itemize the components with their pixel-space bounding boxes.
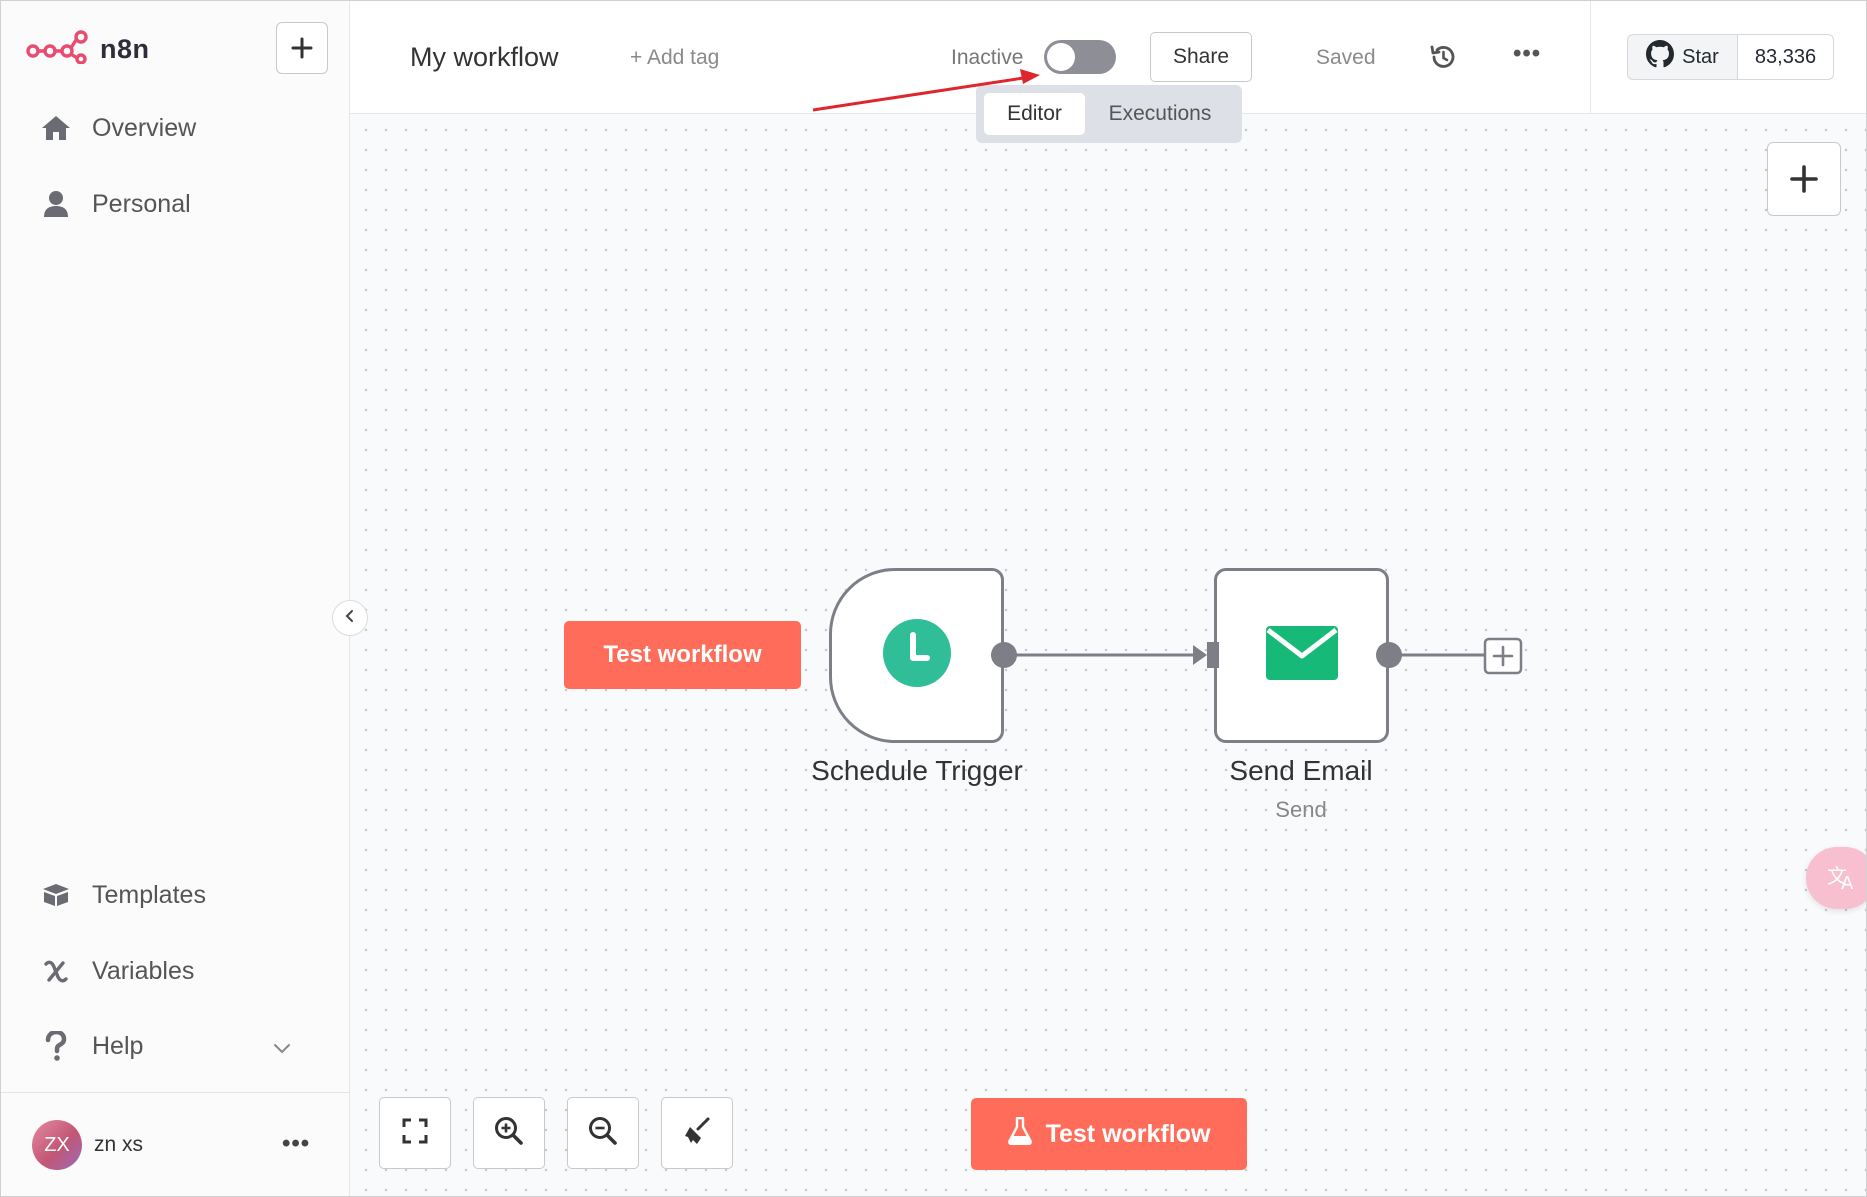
workflow-menu-button[interactable]: ••• [1513,40,1542,67]
sidebar-item-templates[interactable]: Templates [40,879,206,911]
logo[interactable]: n8n [26,30,150,69]
fit-view-button[interactable] [379,1097,451,1169]
node-title: Schedule Trigger [811,755,1023,786]
tab-editor[interactable]: Editor [984,93,1085,135]
sidebar: n8n Overview Personal Templates Variable… [0,0,350,1197]
plus-icon [1790,154,1818,204]
chevron-down-icon[interactable] [270,1036,294,1060]
github-icon [1646,40,1675,74]
user-name: zn xs [94,1133,144,1156]
zoom-out-button[interactable] [567,1097,639,1169]
toggle-knob [1047,43,1075,71]
sidebar-item-variables[interactable]: Variables [40,955,194,987]
sidebar-item-label: Help [92,1031,144,1060]
share-button[interactable]: Share [1150,32,1252,82]
zoom-in-button[interactable] [473,1097,545,1169]
collapse-sidebar-button[interactable] [332,600,368,636]
add-node-button[interactable] [1767,142,1841,216]
workflow-name[interactable]: My workflow [410,42,559,72]
tidy-up-button[interactable] [661,1097,733,1169]
sidebar-item-label: Personal [92,189,191,218]
github-star-count[interactable]: 83,336 [1737,34,1834,80]
user-icon [40,188,72,220]
test-workflow-label: Test workflow [1045,1119,1211,1148]
sidebar-item-overview[interactable]: Overview [40,112,196,144]
saved-status: Saved [1316,46,1376,69]
activation-status-label: Inactive [951,46,1024,69]
zoom-out-icon [588,1116,618,1151]
tidy-up-icon [682,1116,712,1151]
box-icon [40,879,72,911]
add-tag-button[interactable]: + Add tag [630,46,720,69]
sidebar-item-label: Overview [92,113,197,142]
node-send-email[interactable] [1214,568,1389,743]
github-star-button[interactable]: Star [1627,34,1737,80]
divider [1590,0,1591,114]
n8n-logo-icon [26,30,88,69]
active-toggle[interactable] [1044,40,1116,74]
node-subtitle: Send [1275,797,1327,822]
new-item-button[interactable] [276,22,328,74]
home-icon [40,112,72,144]
question-icon [40,1030,72,1062]
svg-text:文: 文 [1827,864,1847,888]
test-workflow-trigger-button[interactable]: Test workflow [564,621,801,689]
sidebar-item-personal[interactable]: Personal [40,188,191,220]
tab-executions[interactable]: Executions [1108,102,1212,125]
test-workflow-button[interactable]: Test workflow [971,1098,1247,1170]
user-menu-button[interactable]: ••• [282,1130,311,1157]
svg-text:A: A [1841,873,1854,891]
flask-icon [1007,1116,1032,1152]
fit-view-icon [401,1117,429,1150]
history-icon[interactable] [1428,42,1458,72]
envelope-icon [1265,626,1338,685]
plus-icon [291,31,313,65]
github-star-label: Star [1682,45,1719,68]
avatar[interactable]: ZX [32,1120,82,1170]
zoom-in-icon [494,1116,524,1151]
node-title: Send Email [1229,755,1373,786]
sidebar-item-help[interactable]: Help [40,1030,143,1062]
chevron-left-icon [342,608,358,629]
divider [0,1092,350,1093]
node-schedule-trigger[interactable] [829,568,1004,743]
view-tabs: Editor Executions [976,85,1242,143]
sidebar-item-label: Variables [92,956,195,985]
sidebar-item-label: Templates [92,880,206,909]
brand-name: n8n [100,34,150,64]
clock-icon [882,618,952,693]
variable-icon [40,955,72,987]
